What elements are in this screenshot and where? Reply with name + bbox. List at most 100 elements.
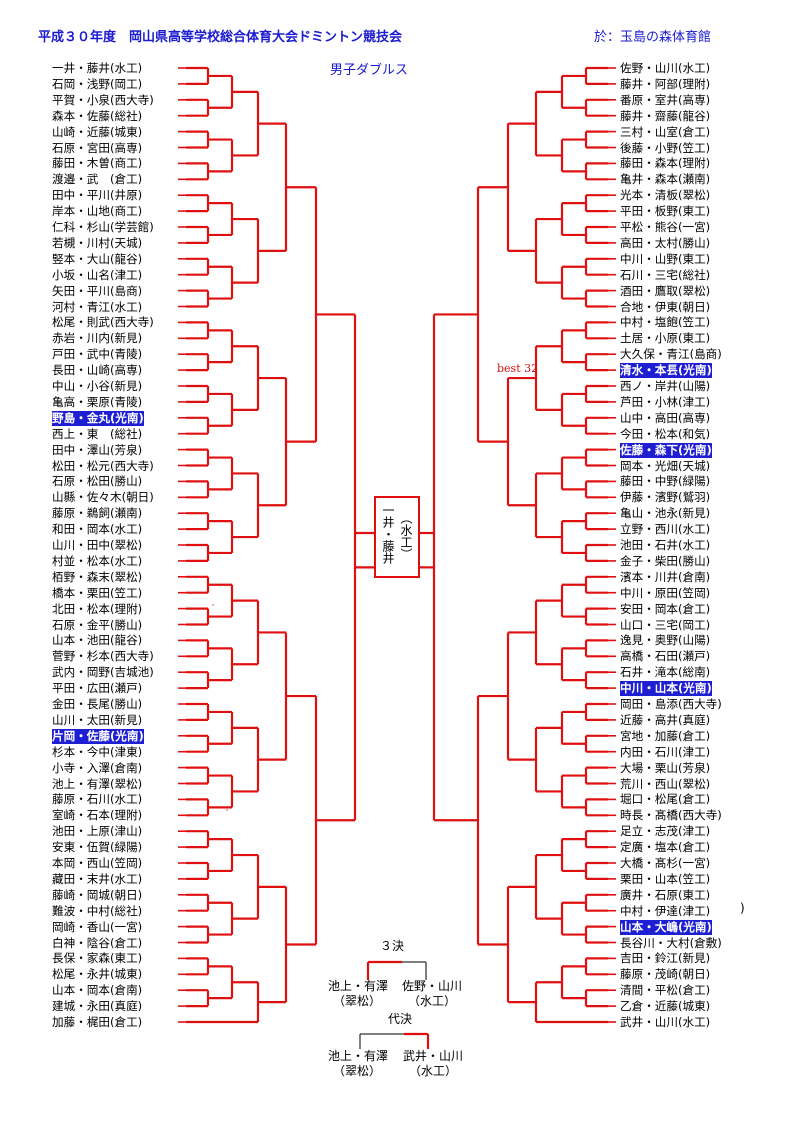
representative-left-school: （翠松） (332, 1064, 381, 1078)
right-entry: 藤田・森本(理附) (620, 156, 711, 171)
left-entry: 赤岩・川内(新見) (52, 331, 143, 346)
left-entry: 杉本・今中(津東) (52, 744, 143, 759)
left-entry: 竪本・大山(龍谷) (52, 251, 143, 266)
right-entry: 石川・三宅(総社) (620, 267, 711, 282)
right-entry: 池田・石井(水工) (620, 538, 711, 552)
right-entry: 佐藤・森下(光南) (620, 442, 712, 458)
right-entry: 亀山・池永(新見) (620, 506, 711, 521)
right-entry: 廣井・石原(東工) (620, 887, 711, 902)
left-entry: 武内・岡野(吉城池) (52, 665, 154, 680)
right-entry: 今田・松本(和気) (620, 426, 711, 441)
left-entry: 長田・山崎(高専) (52, 363, 143, 378)
right-entry: 濱本・川井(倉南) (620, 569, 711, 584)
left-entry: 平田・広田(瀬戸) (52, 681, 143, 696)
right-entry: 山口・三宅(岡工) (620, 617, 711, 632)
venue-label: 於：玉島の森体育館 (594, 30, 712, 45)
representative-left: 池上・有澤 （翠松） (328, 1049, 389, 1079)
left-entry: 栢野・森末(翠松) (52, 569, 143, 584)
representative-left-name: 池上・有澤 (328, 1049, 389, 1063)
left-entry: 石原・宮田(高専) (52, 140, 143, 155)
left-entry: 和田・岡本(水工) (52, 522, 143, 537)
right-entry: 高田・太村(勝山) (620, 235, 711, 250)
left-entry: 池上・有澤(翠松) (52, 776, 143, 791)
left-entry: 石原・松田(勝山) (52, 474, 143, 489)
small-mark: ﾞ (212, 604, 216, 613)
header: 平成３０年度 岡山県高等学校総合体育大会ドミントン競技会 於：玉島の森体育館 (0, 0, 794, 60)
right-entry: 荒川・西山(翠松) (620, 776, 711, 791)
left-entry: 松田・松元(西大寺) (52, 458, 154, 473)
right-entry: 藤井・齋藤(龍谷) (620, 108, 711, 123)
left-entry: 長保・家森(東工) (52, 951, 143, 966)
right-entry: 藤原・茂崎(朝日) (620, 967, 711, 982)
right-entry: 近藤・高井(真庭) (620, 712, 711, 727)
left-entry: 藤田・木曽(商工) (52, 156, 143, 171)
right-entry: 大橋・髙杉(一宮) (620, 856, 711, 870)
right-entry: 中村・伊達(津工) (620, 903, 711, 918)
left-entry: 岡崎・香山(一宮) (52, 919, 143, 934)
right-entry: 酒田・鷹取(翠松) (620, 283, 711, 298)
left-entry: 田中・平川(井原) (52, 188, 143, 203)
left-entry: 山本・岡本(倉南) (52, 983, 143, 998)
right-entry: 藤井・阿部(理附) (620, 76, 711, 91)
left-entry: 室崎・石本(理附) (52, 808, 143, 823)
small-mark: ﾞ (226, 809, 230, 818)
left-entry: 岸本・山地(商工) (52, 204, 143, 219)
stray-paren: ) (740, 901, 745, 915)
right-entry: 石井・滝本(総南) (620, 665, 711, 680)
right-entry: 山中・高田(高専) (620, 410, 711, 425)
left-entry: 加藤・梶田(倉工) (52, 1015, 143, 1029)
left-entry: 建城・永田(真庭) (52, 999, 143, 1014)
right-entry: 栗田・山本(笠工) (620, 871, 711, 886)
right-entry: 山本・大嶋(光南) (620, 919, 712, 935)
left-entry: 山川・太田(新見) (52, 712, 143, 727)
right-entry: 大場・栗山(芳泉) (620, 760, 711, 775)
event-label: 男子ダブルス (330, 63, 409, 78)
right-entry: 佐野・山川(水工) (620, 61, 711, 75)
left-entry: 一井・藤井(水工) (52, 61, 143, 75)
third-place-left-school: （翠松） (332, 994, 381, 1008)
left-entry: 矢田・平川(島商) (52, 283, 143, 298)
left-entry: 石原・金平(勝山) (52, 617, 143, 632)
right-entry: 立野・西川(水工) (620, 522, 711, 537)
right-entry: 岡田・島添(西大寺) (620, 697, 722, 711)
left-entry: 北田・松本(理附) (52, 601, 143, 616)
left-entry: 山崎・近藤(城東) (52, 124, 143, 139)
right-entry: 清間・平松(倉工) (620, 983, 711, 998)
right-entry: 長谷川・大村(倉敷) (620, 935, 722, 950)
left-entry: 亀高・栗原(青陵) (52, 394, 143, 409)
left-entry: 戸田・武中(青陵) (52, 347, 143, 362)
right-entry: 時長・髙橋(西大寺) (620, 808, 722, 823)
left-entry: 山川・田中(翠松) (52, 538, 143, 552)
left-entry: 野島・金丸(光南) (52, 410, 144, 426)
right-entry: 内田・石川(津工) (620, 744, 711, 759)
right-entry: 足立・志茂(津工) (620, 824, 711, 839)
representative-right: 武井・山川 （水工） (402, 1049, 464, 1079)
third-place-right-name: 佐野・山川 (401, 979, 462, 993)
representative-right-school: （水工） (408, 1064, 457, 1078)
left-entry: 平賀・小泉(西大寺) (52, 92, 154, 107)
right-entry: 藤田・中野(緑陽) (620, 474, 711, 489)
left-entry: 白神・陰谷(倉工) (52, 935, 143, 950)
left-entry: 小坂・山名(津工) (52, 267, 143, 282)
left-entry: 松尾・則武(西大寺) (52, 315, 154, 330)
right-entry: 清水・本镸(光南) (620, 363, 712, 379)
right-entry: 合地・伊東(朝日) (620, 299, 711, 314)
left-entry: 本岡・西山(笠岡) (52, 856, 143, 870)
representative-label: 代決 (388, 1012, 413, 1026)
left-entry: 森本・佐藤(総社) (52, 108, 143, 123)
left-entry: 橋本・栗田(笠工) (52, 585, 143, 600)
right-entry: 番原・室井(高専) (620, 92, 711, 107)
right-entry: 武井・山川(水工) (620, 1015, 711, 1029)
right-entry: 金子・柴田(勝山) (620, 553, 711, 568)
left-entry: 村並・松本(水工) (52, 553, 143, 568)
right-entry: 中川・原田(笠岡) (620, 585, 711, 600)
right-entry: 逸見・奥野(山陽) (620, 633, 711, 648)
third-place-left: 池上・有澤 （翠松） (328, 979, 388, 1009)
left-entry: 西上・東 (総社) (52, 426, 143, 441)
left-entry: 河村・青江(水工) (52, 299, 143, 314)
right-entry: 宮地・加藤(倉工) (620, 728, 711, 743)
champion-name: 一井・藤井 (381, 504, 395, 564)
right-entry: 中川・山野(東工) (620, 251, 711, 266)
left-entry: 藤原・石川(水工) (52, 792, 143, 807)
